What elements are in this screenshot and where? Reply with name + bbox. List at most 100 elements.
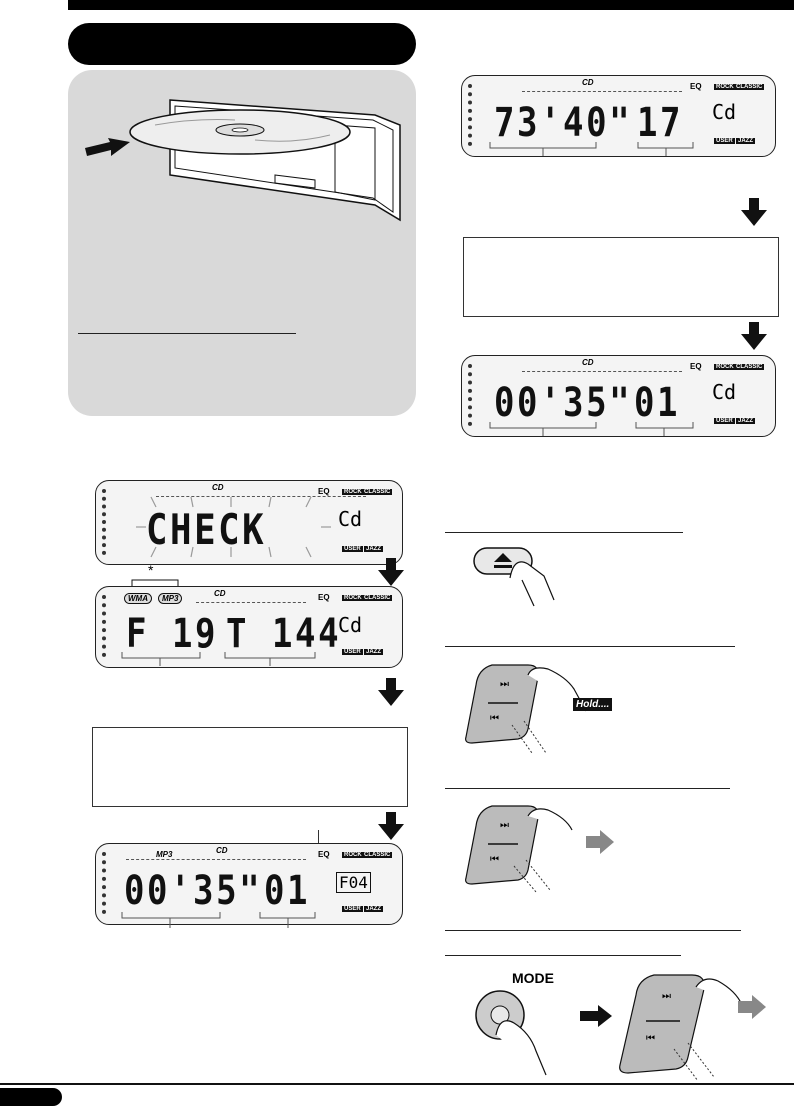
mode-skip-illustration: ⏭ ⏮ — [619, 974, 766, 1082]
lcd-check-display: CD CHECK EQ ROCK CLASSIC Cd USER JAZZ — [95, 480, 403, 565]
mode-label: MODE — [512, 970, 554, 986]
source-label: Cd — [338, 613, 363, 637]
cd-indicator: CD — [156, 483, 366, 497]
play-time: 00'35" — [124, 868, 263, 914]
skip-back-icon: ⏮ — [490, 713, 499, 724]
eject-icon — [494, 553, 512, 568]
mode-jazz: JAZZ — [364, 906, 383, 912]
mode-user: USER — [342, 906, 363, 912]
level-meter — [468, 84, 488, 146]
cd-indicator: CD — [126, 846, 306, 860]
mode-button-illustration — [475, 990, 547, 1076]
level-meter — [102, 852, 122, 914]
finger-icon — [495, 1020, 547, 1076]
mode-jazz: JAZZ — [736, 418, 755, 424]
section-rule-mode-1 — [445, 930, 741, 931]
control-knob — [619, 974, 705, 1074]
eq-label: EQ — [318, 593, 330, 602]
play-time: 00'35" — [494, 380, 633, 426]
disc-insert-illustration — [85, 99, 401, 222]
cd-indicator: CD — [196, 589, 306, 603]
finger-icon — [527, 808, 573, 831]
mode-jazz: JAZZ — [736, 138, 755, 144]
right-arrow-icon — [738, 995, 766, 1019]
folder-number: F04 — [336, 872, 371, 893]
mode-rock: ROCK — [714, 84, 736, 90]
skip-forward-icon: ⏭ — [500, 820, 509, 831]
right-arrow-icon — [586, 830, 614, 854]
info-box-left — [92, 727, 408, 807]
section-rule-skip-press — [445, 788, 730, 789]
info-box-right — [463, 237, 779, 317]
mode-user: USER — [342, 649, 363, 655]
footnote-asterisk: * — [148, 562, 154, 578]
wma-mp3-bracket — [131, 579, 179, 587]
value-brackets — [121, 652, 316, 666]
flash-rays — [136, 496, 331, 558]
check-text: CHECK — [146, 505, 267, 554]
section-rule-eject — [445, 532, 683, 533]
cd-indicator: CD — [522, 78, 682, 92]
eq-label: EQ — [318, 850, 330, 859]
mode-jazz: JAZZ — [364, 546, 383, 552]
total-time: 73'40" — [494, 100, 633, 146]
mode-classic: CLASSIC — [362, 595, 393, 601]
mode-rock: ROCK — [342, 489, 364, 495]
page-number-tab — [0, 1088, 62, 1106]
source-label: Cd — [338, 507, 363, 531]
finger-icon — [695, 978, 743, 1006]
panel-divider — [78, 333, 296, 334]
track-number: 01 — [264, 868, 311, 914]
level-meter — [102, 595, 122, 657]
mode-user: USER — [714, 418, 735, 424]
skip-back-icon: ⏮ — [646, 1033, 655, 1044]
arrow-down-icon — [741, 322, 767, 350]
arrow-down-icon — [378, 812, 404, 840]
eq-label: EQ — [690, 82, 702, 91]
disc-icon — [129, 109, 351, 155]
mode-rock: ROCK — [342, 852, 364, 858]
section-title-pill — [68, 23, 416, 65]
control-knob — [465, 805, 539, 885]
footer-rule — [0, 1083, 794, 1085]
section-rule-mode-2 — [445, 955, 681, 956]
level-meter — [102, 489, 122, 555]
lcd-cd-play-display: CD 00'35" 01 EQ ROCK CLASSIC Cd USER JAZ… — [461, 355, 776, 437]
value-brackets — [489, 422, 694, 436]
lcd-mp3-total-display: WMA MP3 CD F 19 T 144 EQ ROCK CLASSIC Cd… — [95, 586, 403, 668]
section-rule-skip-hold — [445, 646, 735, 647]
skip-back-icon: ⏮ — [490, 854, 499, 865]
eject-button-illustration — [473, 547, 555, 607]
track-number: T 144 — [226, 611, 342, 657]
mode-classic: CLASSIC — [734, 84, 765, 90]
arrow-down-icon — [741, 198, 767, 226]
arrow-down-icon — [378, 678, 404, 706]
mode-classic: CLASSIC — [362, 852, 393, 858]
hold-label: Hold.... — [573, 698, 613, 711]
level-meter — [468, 364, 488, 426]
arrow-right-icon — [580, 1005, 612, 1027]
value-brackets — [121, 912, 316, 928]
cd-indicator: CD — [522, 358, 682, 372]
total-tracks: 17 — [637, 100, 684, 146]
eq-label: EQ — [318, 487, 330, 496]
eq-label: EQ — [690, 362, 702, 371]
finger-icon — [509, 561, 555, 607]
mp3-indicator: MP3 — [156, 850, 173, 859]
skip-hold-illustration: ⏭ ⏮ — [465, 664, 587, 754]
track-number: 01 — [634, 380, 681, 426]
source-label: Cd — [712, 380, 737, 404]
skip-forward-icon: ⏭ — [662, 991, 671, 1002]
source-label: Cd — [712, 100, 737, 124]
mode-rock: ROCK — [714, 364, 736, 370]
skip-forward-icon: ⏭ — [500, 679, 509, 690]
skip-press-illustration: ⏭ ⏮ — [465, 805, 614, 893]
mode-rock: ROCK — [342, 595, 364, 601]
folder-number: F 19 — [126, 611, 219, 657]
mode-classic: CLASSIC — [734, 364, 765, 370]
header-band — [68, 0, 794, 10]
mode-user: USER — [714, 138, 735, 144]
control-knob — [465, 664, 539, 744]
mode-jazz: JAZZ — [364, 649, 383, 655]
insert-arrow-icon — [85, 138, 130, 156]
